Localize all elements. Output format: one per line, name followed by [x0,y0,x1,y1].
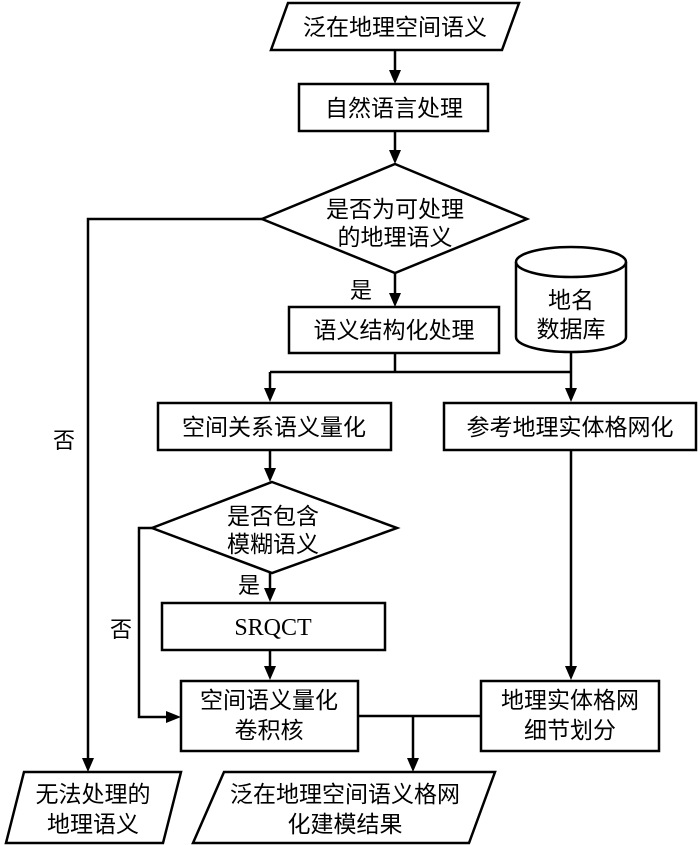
nlp-node-label: 自然语言处理 [325,96,463,122]
unprocessable-output-node: 无法处理的 地理语义 [4,770,183,845]
edge-label-yes-1: 是 [350,279,372,304]
arrowhead-icon [264,666,276,680]
result-line1: 泛在地理空间语义格网 [230,782,460,808]
ref-entity-grid-label: 参考地理实体格网化 [467,415,674,441]
edge-label-no-2: 否 [110,618,132,643]
entity-grid-detail-line2: 细节划分 [524,718,616,744]
srqct-node: SRQCT [160,601,387,652]
arrowhead-icon [389,70,401,84]
conv-kernel-line2: 卷积核 [235,718,304,744]
arrowhead-icon [407,758,419,772]
decision-processable-node: 是否为可处理 的地理语义 [258,162,531,275]
arrowhead-icon [389,150,401,164]
nlp-node: 自然语言处理 [297,82,490,133]
connectors [82,50,577,772]
input-node: 泛在地理空间语义 [269,1,521,52]
entity-grid-detail-node: 地理实体格网 细节划分 [479,679,661,753]
spatial-relation-quant-label: 空间关系语义量化 [182,415,366,441]
semantic-structuring-label: 语义结构化处理 [314,318,475,344]
database-line1: 地名 [548,288,594,314]
spatial-relation-quant-node: 空间关系语义量化 [156,401,393,452]
decision-fuzzy-node: 是否包含 模糊语义 [148,480,401,575]
result-line2: 化建模结果 [288,812,403,838]
ref-entity-grid-node: 参考地理实体格网化 [442,401,698,452]
srqct-label: SRQCT [234,615,312,641]
edge-decision-no [86,217,262,760]
edge-label-yes-2: 是 [238,574,260,599]
edge-fuzzy-no [137,526,168,719]
arrowhead-icon [389,293,401,307]
arrowhead-icon [82,758,94,772]
decision-processable-line1: 是否为可处理 [326,197,464,223]
decision-fuzzy-line2: 模糊语义 [227,532,319,558]
decision-fuzzy-line1: 是否包含 [227,504,319,530]
entity-grid-detail-line1: 地理实体格网 [501,688,639,714]
database-line2: 数据库 [537,317,606,343]
placename-database-node: 地名 数据库 [514,245,628,354]
result-output-node: 泛在地理空间语义格网 化建模结果 [191,770,497,845]
conv-kernel-node: 空间语义量化 卷积核 [179,679,360,753]
arrowhead-icon [166,711,181,723]
arrowhead-icon [565,666,577,680]
unprocessable-line1: 无法处理的 [36,782,151,808]
arrowhead-icon [264,388,276,402]
arrowhead-icon [264,468,276,482]
semantic-structuring-node: 语义结构化处理 [287,305,501,355]
edge-label-no-1: 否 [53,429,75,454]
arrowhead-icon [565,388,577,402]
decision-processable-line2: 的地理语义 [338,225,453,251]
input-node-label: 泛在地理空间语义 [303,15,487,41]
conv-kernel-line1: 空间语义量化 [200,688,338,714]
unprocessable-line2: 地理语义 [47,812,139,838]
arrowhead-icon [264,588,276,602]
